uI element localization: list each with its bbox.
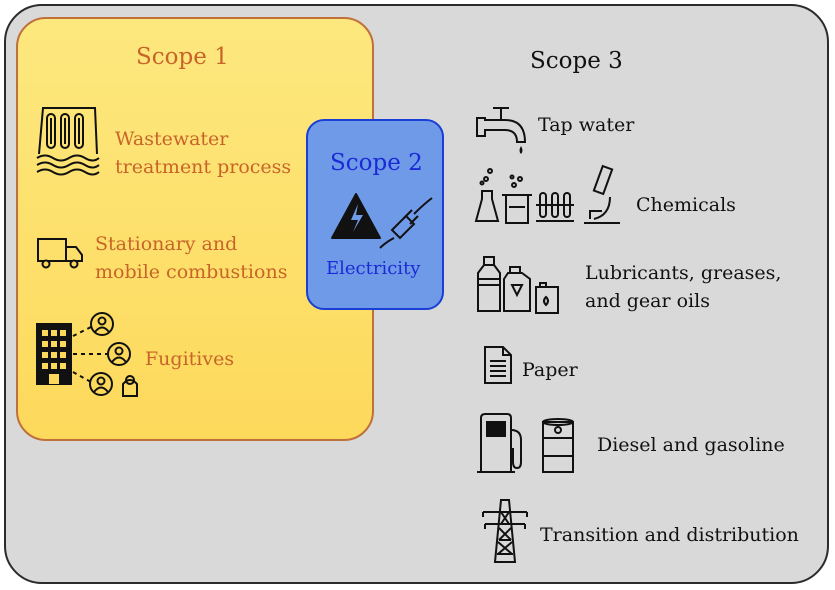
fugitives-label: Fugitives — [145, 348, 235, 370]
faucet-icon — [475, 104, 533, 154]
scope-2-title: Scope 2 — [330, 150, 423, 176]
electricity-label: Electricity — [326, 258, 421, 279]
dam-icon — [35, 104, 101, 176]
chemicals-label: Chemicals — [636, 194, 736, 216]
tap-water-label: Tap water — [538, 114, 635, 136]
lubricants-label: Lubricants, greases, and gear oils — [585, 262, 782, 312]
document-icon — [483, 345, 513, 385]
high-voltage-plug-icon — [330, 190, 435, 252]
scope-3-title: Scope 3 — [530, 48, 623, 74]
power-tower-icon — [481, 498, 529, 566]
fuel-pump-barrel-icon — [477, 412, 583, 476]
transition-distribution-label: Transition and distribution — [540, 524, 799, 546]
building-people-icon — [35, 312, 145, 400]
diesel-gasoline-label: Diesel and gasoline — [597, 434, 785, 456]
wastewater-label: Wastewater treatment process — [115, 128, 292, 178]
combustion-label: Stationary and mobile combustions — [95, 233, 288, 283]
scope-2-container — [306, 119, 444, 310]
paper-label: Paper — [522, 359, 578, 381]
scope-1-title: Scope 1 — [136, 44, 229, 70]
lab-glassware-icon — [474, 165, 624, 227]
oil-bottles-icon — [474, 255, 580, 315]
truck-icon — [36, 237, 84, 269]
